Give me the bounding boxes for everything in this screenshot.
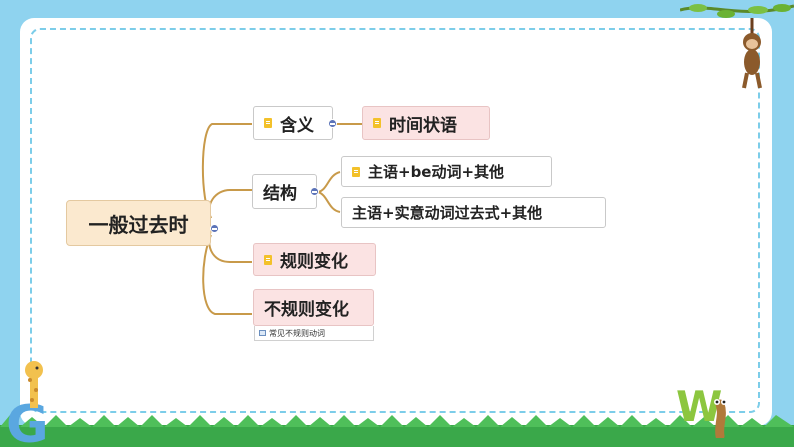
attachment-icon — [259, 330, 266, 336]
collapse-icon[interactable] — [310, 187, 319, 196]
collapse-icon[interactable] — [210, 224, 219, 233]
node-be-structure[interactable]: 主语+be动词+其他 — [341, 156, 552, 187]
vine-decoration — [680, 4, 794, 18]
branch-label: 结构 — [263, 184, 297, 204]
attachment-note[interactable]: 常见不规则动词 — [254, 326, 374, 341]
connector-jiegou-be — [317, 171, 341, 193]
node-label: 时间状语 — [389, 115, 457, 136]
monkey-icon — [742, 18, 762, 89]
worm-icon — [714, 399, 727, 438]
branch-label: 不规则变化 — [264, 300, 349, 320]
connector-jiegou-verb — [317, 191, 341, 213]
root-node[interactable]: 一般过去时 — [66, 200, 211, 246]
note-label: 常见不规则动词 — [269, 328, 325, 338]
branch-irregular[interactable]: 不规则变化 — [253, 289, 374, 326]
node-label: 主语+实意动词过去式+其他 — [352, 204, 543, 222]
document-icon — [352, 166, 360, 177]
document-icon — [373, 118, 381, 128]
node-time-adverbial[interactable]: 时间状语 — [362, 106, 490, 140]
branch-hanyi[interactable]: 含义 — [253, 106, 333, 140]
document-icon — [264, 118, 272, 128]
node-verb-structure[interactable]: 主语+实意动词过去式+其他 — [341, 197, 606, 228]
document-icon — [264, 254, 272, 265]
letter-w-decoration: W — [676, 382, 723, 431]
branch-regular[interactable]: 规则变化 — [253, 243, 376, 276]
grass-decoration — [0, 415, 794, 447]
giraffe-letter-g-icon: G — [6, 361, 49, 447]
connector-root-jiegou — [208, 189, 252, 219]
node-label: 主语+be动词+其他 — [368, 163, 505, 181]
connector-root-guize — [208, 229, 252, 263]
branch-jiegou[interactable]: 结构 — [252, 174, 317, 209]
collapse-icon[interactable] — [328, 119, 337, 128]
root-label: 一般过去时 — [88, 212, 189, 237]
dashed-border — [30, 28, 760, 413]
branch-label: 规则变化 — [280, 252, 348, 272]
svg-text:G: G — [6, 395, 49, 447]
branch-label: 含义 — [280, 115, 314, 136]
